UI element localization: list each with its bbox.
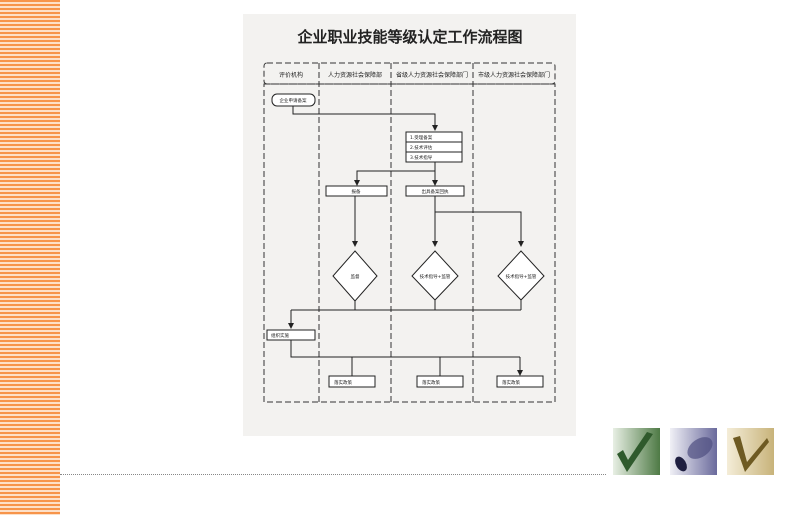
decorative-stripe (0, 0, 60, 515)
node-apply: 企业申请备案 (280, 97, 307, 104)
node-policy: 落实政策 (334, 379, 352, 386)
node-policy: 落实政策 (422, 379, 440, 386)
lane-header: 人力资源社会保障部 (328, 71, 382, 79)
lane-header: 省级人力资源社会保障部门 (396, 71, 468, 79)
blue-disc-icon (670, 428, 717, 475)
chart-title: 企业职业技能等级认定工作流程图 (296, 28, 522, 46)
lane-header: 市级人力资源社会保障部门 (478, 71, 550, 79)
node-step: 3.技术指导 (410, 154, 433, 161)
lane-header: 评价机构 (279, 71, 303, 79)
node-implement: 组织实施 (271, 332, 289, 339)
node-report: 报备 (352, 188, 361, 195)
green-checkmark-icon (613, 428, 660, 475)
node-guide-province: 技术指导+监管 (420, 273, 451, 280)
node-receipt: 出具备案回执 (422, 188, 449, 195)
node-guide-city: 技术指导+监管 (506, 273, 537, 280)
divider (60, 474, 606, 475)
gold-checkmark-icon (727, 428, 774, 475)
node-supervise: 监督 (351, 273, 360, 280)
node-step: 2.技术评估 (410, 144, 433, 151)
node-policy: 落实政策 (502, 379, 520, 386)
node-step: 1.受理备案 (410, 134, 433, 141)
